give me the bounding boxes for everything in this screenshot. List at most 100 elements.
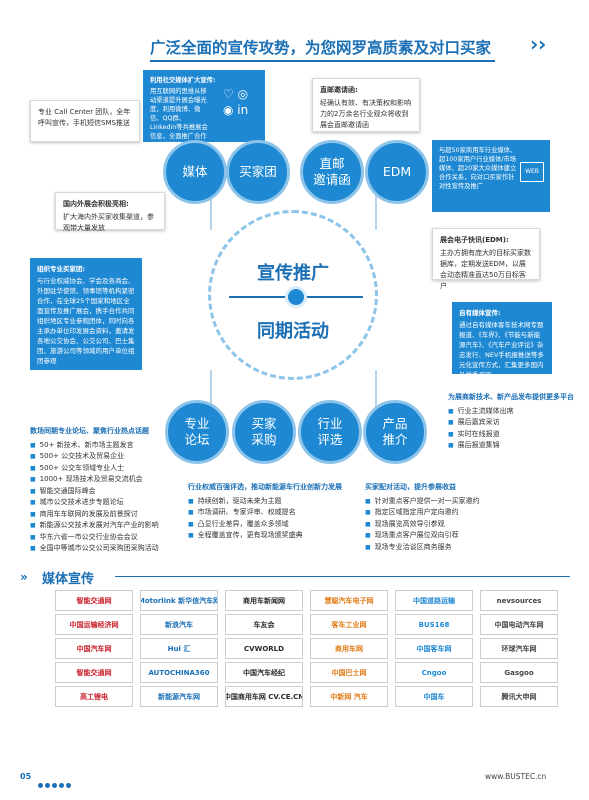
header-divider: [150, 60, 495, 62]
list-item: 500+ 公交技术及贸易企业: [30, 451, 180, 463]
list-item: 全程覆盖宣传，更有现场颁奖盛典: [188, 530, 363, 542]
box-title: 自有媒体宣传:: [459, 309, 501, 317]
forum-list: 数场同期专业论坛、聚焦行业热点话题 50+ 新技术、新市场主题发言 500+ 公…: [30, 426, 180, 555]
media-logo: 商用车网: [310, 638, 388, 659]
box-body: 主办方拥有庞大的目标买家数据库，定期发送EDM，以展会动态精准直达50万目标客户: [440, 249, 531, 290]
circle-buyer-purchase: 买家 采购: [232, 400, 296, 464]
circle-forum: 专业 论坛: [165, 400, 229, 464]
list-item: 50+ 新技术、新市场主题发言: [30, 440, 180, 452]
launch-list: 为展商新技术、新产品发布提供更多平台 行业主流媒体出席 展后嘉宾采访 实时在线报…: [448, 392, 583, 452]
edm-box: 展会电子快讯(EDM): 主办方拥有庞大的目标买家数据库，定期发送EDM，以展会…: [432, 228, 540, 290]
list-item: 现场专业洽谈区商务服务: [365, 542, 515, 554]
footer-url: www.BUSTEC.cn: [485, 772, 547, 781]
media-logo: 客车工业网: [310, 614, 388, 635]
media-logo: nevsources: [480, 590, 558, 611]
direct-mail-box: 直邮邀请函: 经确认有效、有决策权和影响力的2万余名行业观众将收到展会直邮邀请函: [312, 78, 420, 132]
list-item: 实时在线报道: [448, 429, 583, 441]
buyers-box: 组织专业买家团: 与行业权威协会、学会及各商会、外国驻华使馆、领事馆等机构紧密合…: [30, 258, 142, 370]
center-top-label: 宣传推广: [257, 263, 329, 284]
circle-edm: EDM: [365, 140, 429, 204]
pagination-dots: [38, 773, 73, 792]
box-body: 通过自有媒体客车技术网专题报道、《车界》、《节能与新能源汽车》、《汽车产业评论》…: [459, 321, 544, 379]
list-item: 展后嘉宾采访: [448, 417, 583, 429]
media-logo: 智能交通网: [55, 590, 133, 611]
box-title: 展会电子快讯(EDM):: [440, 236, 509, 244]
social-media-box: 利用社交媒体扩大宣传: 用互联网的思维从移动渠道提升展会曝光度，利用微博、微信、…: [143, 70, 265, 149]
box-title: 直邮邀请函:: [320, 86, 358, 94]
media-logo: 中国汽车经纪: [225, 662, 303, 683]
circle-media: 媒体: [163, 140, 227, 204]
connector-line: [210, 170, 212, 230]
media-logo: 中国车: [395, 686, 473, 707]
center-circle: 宣传推广 同期活动: [208, 210, 378, 380]
connector-line: [375, 370, 377, 415]
list-title: 买家配对活动，提升参展收益: [365, 483, 456, 491]
media-section-title: 媒体宣传: [42, 572, 95, 587]
list-item: 500+ 公交车领域专业人士: [30, 463, 180, 475]
media-logo: 中新网 汽车: [310, 686, 388, 707]
list-item: 华东六省一市公交行业协会会议: [30, 532, 180, 544]
call-center-box: 专业 Call Center 团队，全年呼叫宣传，手机短信SMS推送: [30, 100, 140, 142]
list-title: 数场同期专业论坛、聚焦行业热点话题: [30, 427, 149, 435]
list-item: 指定区域指定用户定向邀约: [365, 507, 515, 519]
media-logo: 中国道路运输: [395, 590, 473, 611]
industry-media-box: 与超50家商用车行业媒体、超100家用户行业媒体/市场媒体、超20家大众媒体建立…: [432, 140, 550, 212]
chevron-right-icon: ›: [530, 32, 539, 56]
list-item: 全国中等城市公交公司采购团采购活动: [30, 543, 180, 555]
social-icons: ♡ ◎◉ in: [223, 87, 249, 117]
box-body: 专业 Call Center 团队，全年呼叫宣传，手机短信SMS推送: [38, 108, 131, 127]
own-media-box: 自有媒体宣传: 通过自有媒体客车技术网专题报道、《车界》、《节能与新能源汽车》、…: [452, 302, 552, 379]
media-logo: 中国电动汽车网: [480, 614, 558, 635]
list-title: 为展商新技术、新产品发布提供更多平台: [448, 393, 574, 401]
circle-awards: 行业 评选: [298, 400, 362, 464]
media-logo: 慧聪汽车电子网: [310, 590, 388, 611]
list-title: 行业权威百强评选，推动新能源车行业创新力发展: [188, 483, 342, 491]
circle-direct-mail: 直邮 邀请函: [300, 140, 364, 204]
center-dot: [285, 286, 307, 308]
circle-product-launch: 产品 推介: [363, 400, 427, 464]
media-logo: 商用车新闻网: [225, 590, 303, 611]
list-item: 城市公交技术进步专题论坛: [30, 497, 180, 509]
media-logo: 新浪汽车: [140, 614, 218, 635]
media-logo: 中国商用车网 CV.CE.CN: [225, 686, 303, 707]
media-logo: 新能源汽车网: [140, 686, 218, 707]
connector-line: [375, 170, 377, 230]
list-item: 针对重点客户提供一对一买家邀约: [365, 496, 515, 508]
media-logo: 中国客车网: [395, 638, 473, 659]
media-logo: AUTOCHINA360: [140, 662, 218, 683]
media-logo: Cngoo: [395, 662, 473, 683]
media-logo-grid: 智能交通网 Motorlink 新华信汽车网商用车新闻网慧聪汽车电子网中国道路运输…: [55, 590, 565, 740]
awards-list: 行业权威百强评选，推动新能源车行业创新力发展 持续创新，驱动未来为主题 市场调研…: [188, 482, 363, 542]
double-chevron-icon: »: [20, 570, 28, 584]
media-logo: CVWORLD: [225, 638, 303, 659]
list-item: 智能交通国际峰会: [30, 486, 180, 498]
box-body: 与行业权威协会、学会及各商会、外国驻华使馆、领事馆等机构紧密合作，在全球25个国…: [37, 277, 135, 365]
list-item: 持续创新，驱动未来为主题: [188, 496, 363, 508]
list-item: 现场展览高效导引参观: [365, 519, 515, 531]
matchmaking-list: 买家配对活动，提升参展收益 针对重点客户提供一对一买家邀约 指定区域指定用户定向…: [365, 482, 515, 553]
list-item: 现场重点客户展位双向引荐: [365, 530, 515, 542]
box-title: 利用社交媒体扩大宣传:: [150, 77, 216, 84]
media-logo: 环球汽车网: [480, 638, 558, 659]
list-item: 凸显行业差异，覆盖众多领域: [188, 519, 363, 531]
media-logo: 中国巴士网: [310, 662, 388, 683]
box-title: 组织专业买家团:: [37, 265, 86, 273]
chevron-right-icon: ›: [538, 32, 547, 56]
media-logo: BUS168: [395, 614, 473, 635]
media-logo: Motorlink 新华信汽车网: [140, 590, 218, 611]
box-title: 国内外展会积极亮相:: [63, 200, 129, 208]
page-title: 广泛全面的宣传攻势，为您网罗高质素及对口买家: [150, 39, 492, 57]
box-body: 经确认有效、有决策权和影响力的2万余名行业观众将收到展会直邮邀请函: [320, 99, 411, 129]
list-item: 市场调研、专家评审、权威提名: [188, 507, 363, 519]
circle-buyer-group: 买家团: [226, 140, 290, 204]
page-number: 05: [20, 772, 32, 781]
list-item: 商用车车联网的发展及前景探讨: [30, 509, 180, 521]
list-item: 新能源公交技术发展对汽车产业的影响: [30, 520, 180, 532]
box-body: 与超50家商用车行业媒体、超100家用户行业媒体/市场媒体、超20家大众媒体建立…: [439, 147, 517, 190]
list-item: 展后报道集锦: [448, 440, 583, 452]
list-item: 行业主流媒体出席: [448, 406, 583, 418]
web-icon: WEB: [520, 162, 544, 182]
media-logo: 腾讯大申网: [480, 686, 558, 707]
list-item: 1000+ 现场技术及贸易交流机会: [30, 474, 180, 486]
media-logo: 中国汽车网: [55, 638, 133, 659]
